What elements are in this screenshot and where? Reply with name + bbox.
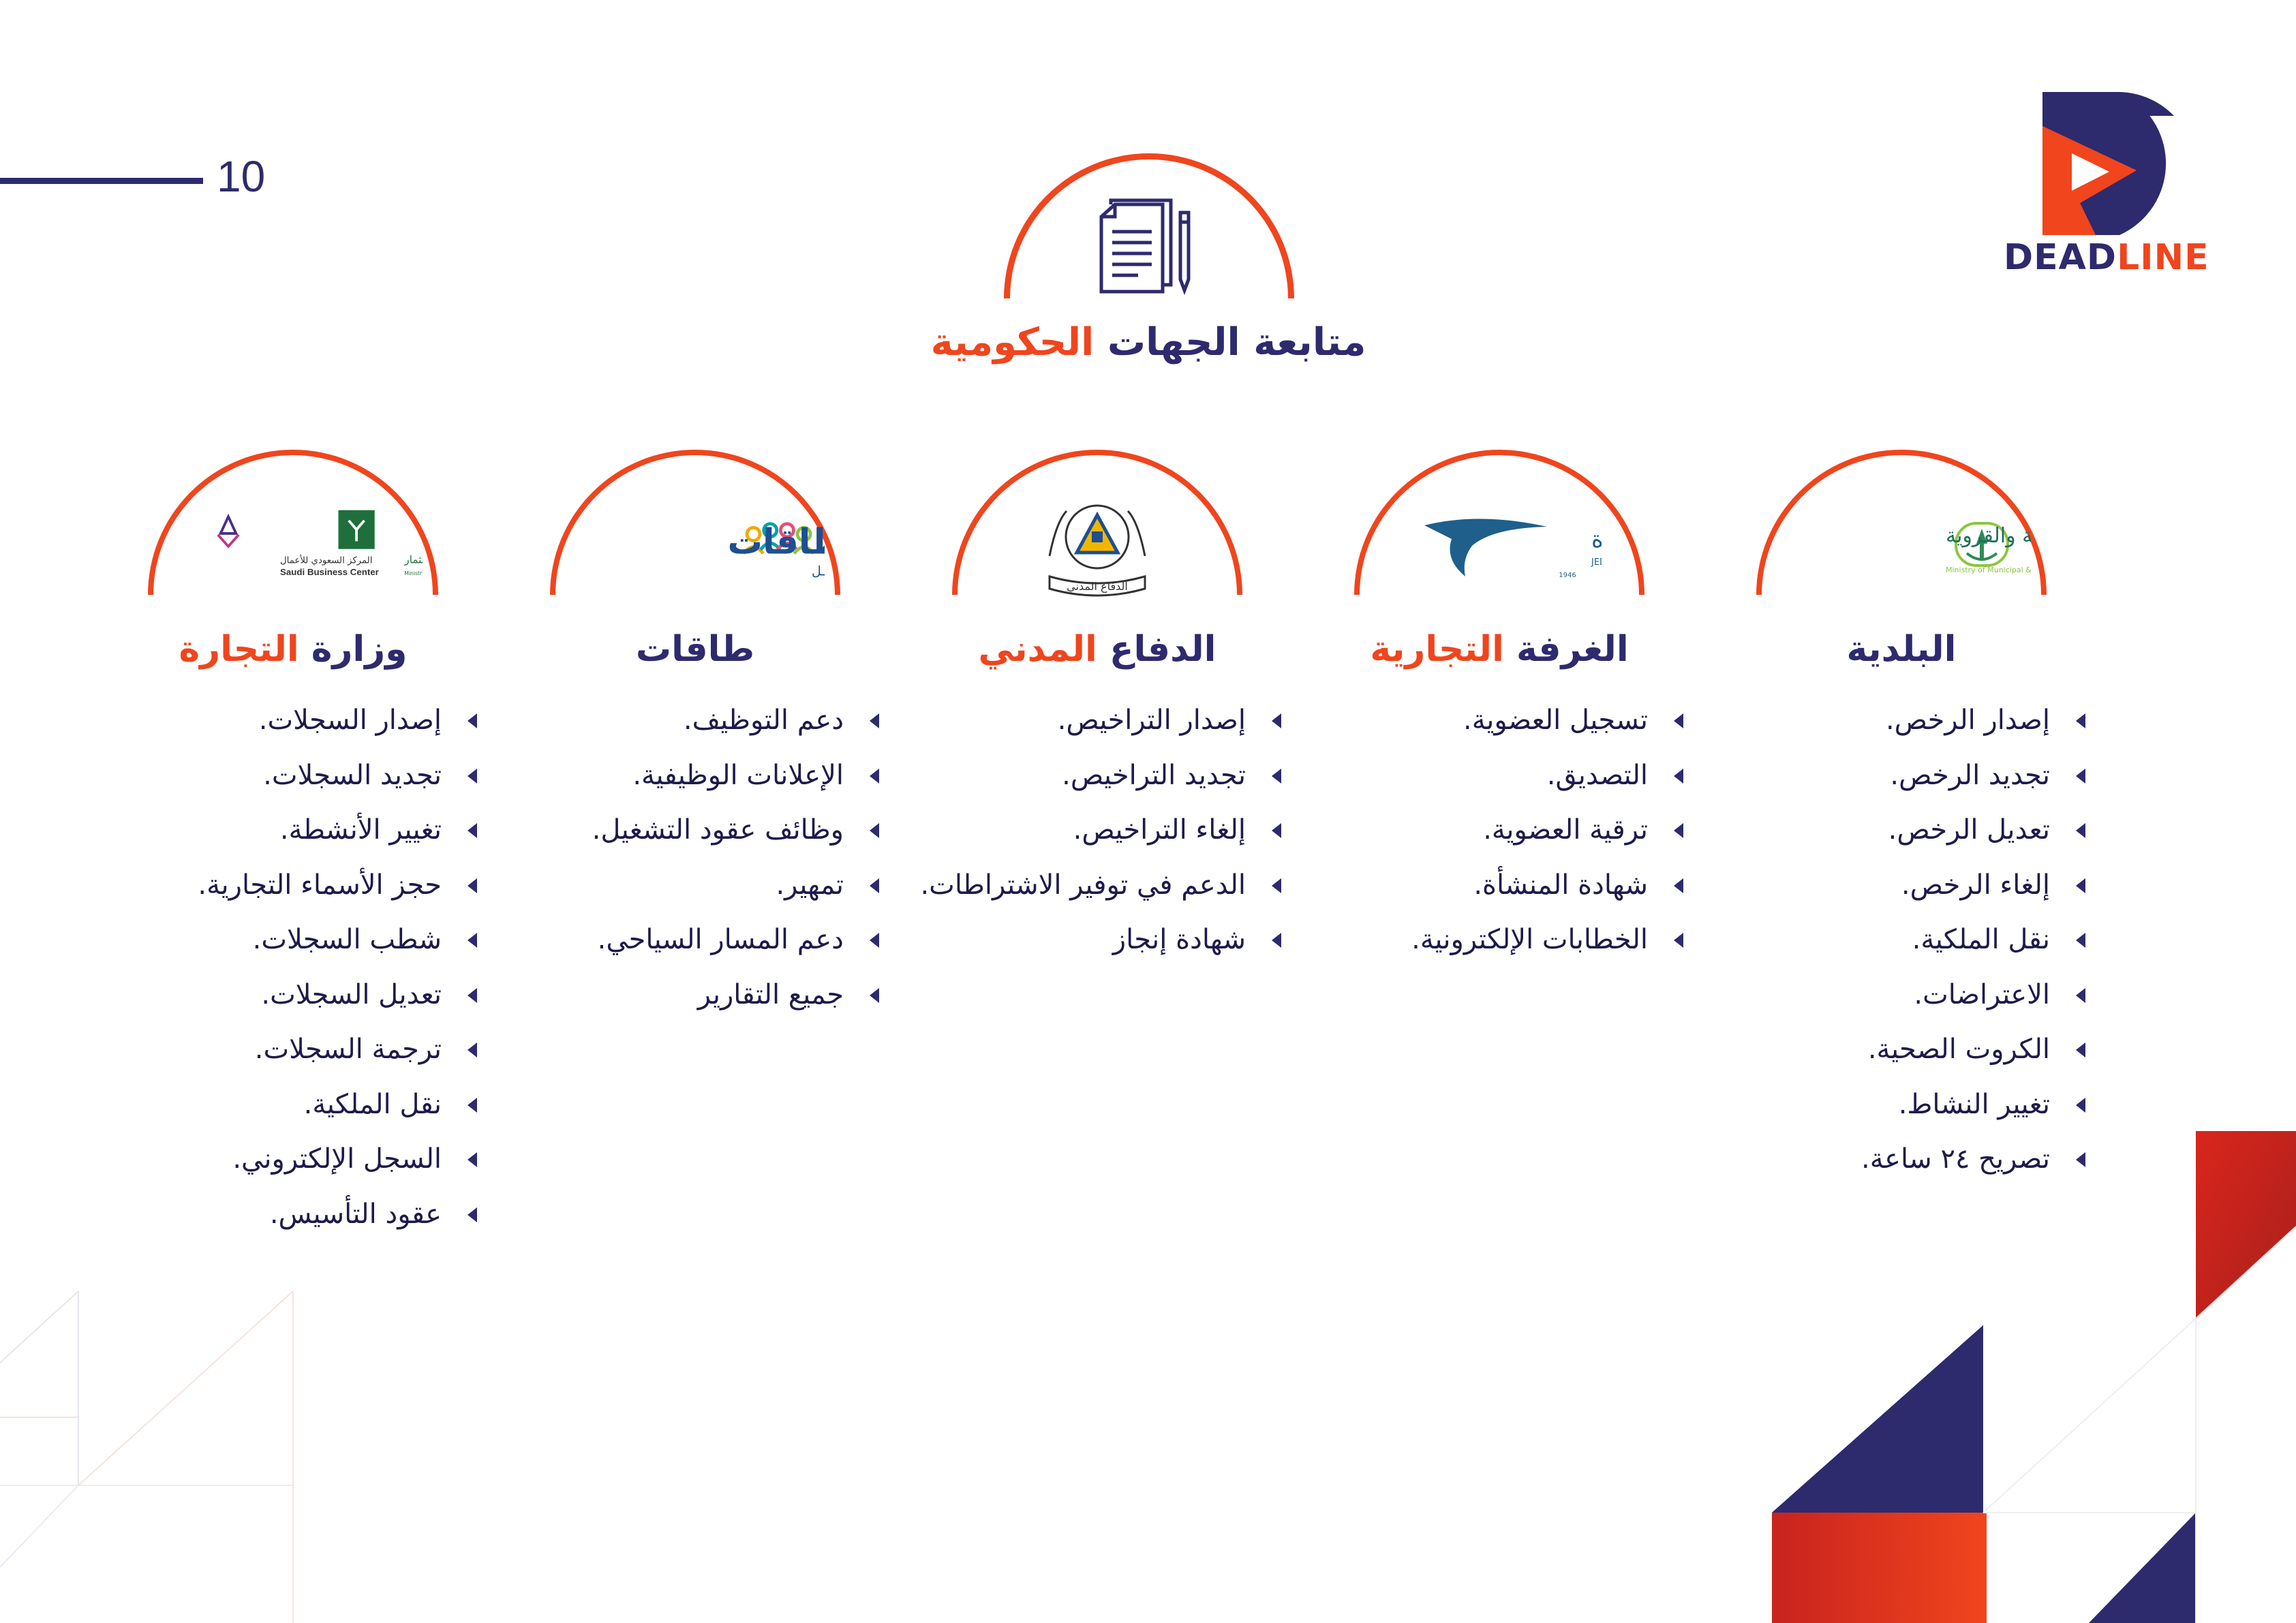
document-pencil-icon [1099, 198, 1191, 296]
list-item: تصريح ٢٤ ساعة. [1711, 1132, 2092, 1187]
svg-text:1946: 1946 [1559, 572, 1576, 579]
list-item: دعم التوظيف. [504, 693, 886, 748]
column-title: الغرفة التجارية [1370, 629, 1629, 670]
column-arc: وزارة الشـــؤون البلدية والقروية Ministr… [1756, 450, 2047, 595]
svg-text:JEDDAH CHAMBER: JEDDAH CHAMBER [1591, 557, 1602, 568]
list-item: إصدار الرخص. [1711, 693, 2092, 748]
list-item: تجديد التراخيص. [906, 748, 1288, 803]
list-item: إلغاء الرخص. [1711, 858, 2092, 913]
list-item: إصدار السجلات. [102, 693, 484, 748]
commerce-logos: وزارة التجارة والاستثمار Ministry of Com… [164, 501, 423, 590]
decorative-lines [0, 1290, 294, 1623]
item-list: إصدار التراخيص. تجديد التراخيص. إلغاء ال… [906, 693, 1288, 968]
list-item: ترجمة السجلات. [102, 1022, 484, 1077]
list-item: تعديل الرخص. [1711, 803, 2092, 858]
list-item: تعديل السجلات. [102, 968, 484, 1023]
municipality-logo: وزارة الشـــؤون البلدية والقروية Ministr… [1772, 501, 2031, 590]
column-arc: غرفة جدة JEDDAH CHAMBER 1946 [1354, 450, 1644, 595]
column-title: البلدية [1846, 629, 1957, 670]
page-number: 10 [217, 152, 266, 201]
column-title: طاقات [635, 629, 755, 670]
item-list: إصدار السجلات. تجديد السجلات. تغيير الأن… [102, 693, 484, 1241]
svg-text:وزارة الشـــؤون البلدية والقرو: وزارة الشـــؤون البلدية والقروية [1946, 524, 2031, 548]
item-list: دعم التوظيف. الإعلانات الوظيفية. وظائف ع… [504, 693, 886, 1022]
list-item: حجز الأسماء التجارية. [102, 858, 484, 913]
list-item: التصديق. [1308, 748, 1690, 803]
list-item: عقود التأسيس. [102, 1187, 484, 1242]
list-item: إصدار التراخيص. [906, 693, 1288, 748]
column-arc: الدفاع المدني [952, 450, 1242, 596]
list-item: تغيير الأنشطة. [102, 803, 484, 858]
list-item: نقل الملكية. [1711, 912, 2092, 968]
column-arc: طاقات البــوابــة الــوطــنـيــة لــلـعـ… [550, 450, 840, 595]
list-item: تمهير. [504, 858, 886, 913]
deadline-logo [2042, 92, 2174, 235]
list-item: نقل الملكية. [102, 1077, 484, 1132]
page-title-part1: متابعة الجهات [1094, 320, 1366, 365]
svg-text:الدفاع المدني: الدفاع المدني [1067, 580, 1128, 593]
column-taqat: طاقات البــوابــة الــوطــنـيــة لــلـعـ… [504, 450, 886, 1022]
column-chamber: غرفة جدة JEDDAH CHAMBER 1946 الغرفة التج… [1308, 450, 1690, 968]
list-item: الاعتراضات. [1711, 968, 2092, 1023]
list-item: الإعلانات الوظيفية. [504, 748, 886, 803]
column-civil-defense: الدفاع المدني الدفاع المدني إصدار التراخ… [906, 450, 1288, 968]
list-item: إلغاء التراخيص. [906, 803, 1288, 858]
column-title: الدفاع المدني [978, 629, 1216, 670]
list-item: الخطابات الإلكترونية. [1308, 912, 1690, 968]
column-title: وزارة التجارة [179, 629, 408, 670]
item-list: تسجيل العضوية. التصديق. ترقية العضوية. ش… [1308, 693, 1690, 968]
list-item: شطب السجلات. [102, 912, 484, 968]
column-arc: وزارة التجارة والاستثمار Ministry of Com… [148, 450, 438, 595]
list-item: الدعم في توفير الاشتراطات. [906, 858, 1288, 913]
svg-text:المركز السعودي للأعمال: المركز السعودي للأعمال [280, 554, 372, 566]
svg-text:Ministry of Commerce and Inves: Ministry of Commerce and Investment [404, 570, 423, 576]
list-item: تجديد السجلات. [102, 748, 484, 803]
list-item: شهادة المنشأة. [1308, 858, 1690, 913]
list-item: جميع التقارير [504, 968, 886, 1023]
svg-text:Ministry of Municipal & Rural: Ministry of Municipal & Rural Affairs [1946, 566, 2031, 574]
page-number-line [0, 178, 203, 184]
jeddah-chamber-logo: غرفة جدة JEDDAH CHAMBER 1946 [1370, 501, 1629, 590]
svg-text:طاقات: طاقات [728, 521, 825, 562]
brand-wordmark: DEADLINE [2004, 237, 2209, 278]
page-title: متابعة الجهات الحكومية [818, 320, 1479, 365]
brand-part1: DEAD [2004, 237, 2117, 278]
item-list: إصدار الرخص. تجديد الرخص. تعديل الرخص. إ… [1711, 693, 2092, 1187]
list-item: السجل الإلكتروني. [102, 1132, 484, 1187]
column-commerce: وزارة التجارة والاستثمار Ministry of Com… [102, 450, 484, 1241]
page-title-part2: الحكومية [930, 320, 1095, 365]
list-item: شهادة إنجاز [906, 912, 1288, 968]
brand-part2: LINE [2117, 237, 2209, 278]
list-item: وظائف عقود التشغيل. [504, 803, 886, 858]
svg-text:غرفة جدة: غرفة جدة [1591, 526, 1602, 553]
corner-decoration [1772, 1131, 2296, 1623]
taqat-logo: طاقات البــوابــة الــوطــنـيــة لــلـعـ… [566, 501, 825, 590]
list-item: تسجيل العضوية. [1308, 693, 1690, 748]
column-municipality: وزارة الشـــؤون البلدية والقروية Ministr… [1711, 450, 2092, 1187]
svg-text:وزارة التجارة والاستثمار: وزارة التجارة والاستثمار [403, 553, 423, 566]
list-item: الكروت الصحية. [1711, 1022, 2092, 1077]
svg-text:البــوابــة الــوطــنـيــة لــ: البــوابــة الــوطــنـيــة لــلـعـمــل [812, 563, 825, 578]
list-item: تغيير النشاط. [1711, 1077, 2092, 1132]
list-item: تجديد الرخص. [1711, 748, 2092, 803]
list-item: ترقية العضوية. [1308, 803, 1690, 858]
svg-text:Saudi Business Center: Saudi Business Center [280, 566, 379, 576]
list-item: دعم المسار السياحي. [504, 912, 886, 968]
civil-defense-logo: الدفاع المدني [968, 501, 1227, 596]
